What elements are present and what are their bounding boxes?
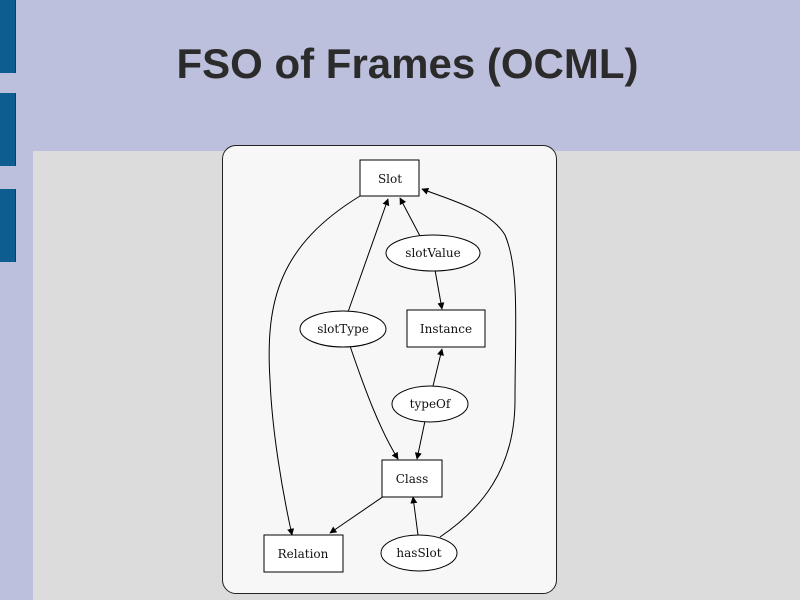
svg-text:slotType: slotType [317,322,369,336]
node-slottype: slotType [299,310,387,348]
graph-frame [222,145,557,594]
node-class: Class [381,459,443,498]
svg-text:Class: Class [396,472,429,486]
edge-slotvalue-to-instance [434,269,445,310]
edge-slot-to-relation [268,195,361,536]
edge-class-to-relation [329,495,385,534]
slide-title: FSO of Frames (OCML) [176,40,639,87]
node-hasslot: hasSlot [380,534,458,572]
edge-typeof-to-instance [432,348,444,387]
node-slot: Slot [359,159,420,197]
svg-text:Relation: Relation [278,547,329,561]
edge-slotvalue-to-slot [399,197,421,237]
svg-text:typeOf: typeOf [410,397,452,411]
node-relation: Relation [263,534,344,573]
svg-text:Instance: Instance [420,322,472,336]
svg-text:hasSlot: hasSlot [396,546,441,560]
sidebar-accent-1 [0,0,16,73]
svg-text:slotValue: slotValue [405,246,460,260]
edge-typeof-to-class [414,420,426,460]
sidebar-accent-3 [0,189,16,262]
node-slotvalue: slotValue [385,234,481,272]
svg-text:Slot: Slot [378,172,402,186]
node-typeof: typeOf [391,385,469,423]
node-instance: Instance [406,309,486,348]
edge-slottype-to-class [349,345,399,460]
edge-slottype-to-slot [347,198,390,313]
sidebar-accent-2 [0,93,16,166]
edge-hasslot-to-class [410,496,419,536]
edge-hasslot-to-slot [421,188,517,538]
